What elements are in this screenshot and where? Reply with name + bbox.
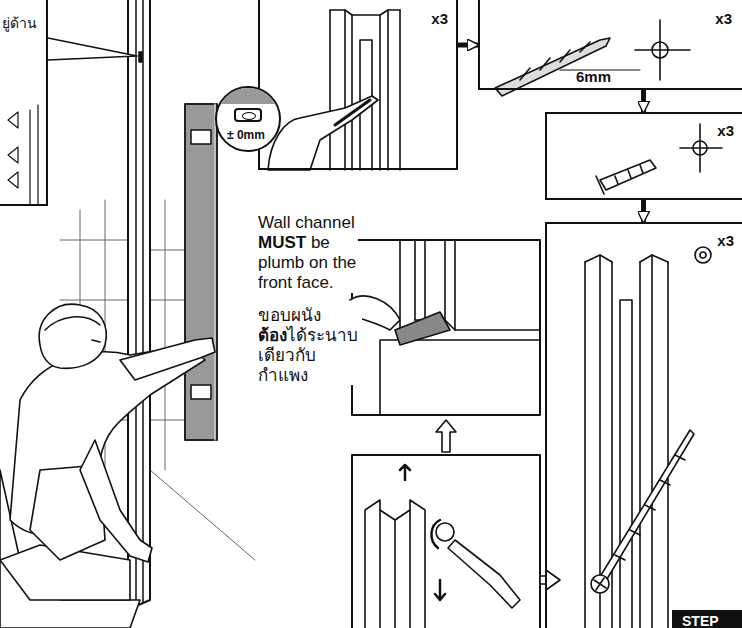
callout-box: ยู่ด้าน	[0, 0, 48, 206]
instruction-note: Wall channel MUST be plumb on the front …	[258, 213, 358, 293]
step-panel: x3	[545, 112, 742, 200]
quantity-label: x3	[717, 232, 734, 249]
quantity-label: x3	[717, 122, 734, 139]
step-tag: STEP	[672, 610, 742, 628]
quantity-label: x3	[715, 10, 732, 27]
note-text: Wall channel	[258, 213, 355, 232]
bubble-vial	[234, 108, 262, 122]
step-panel: x3	[545, 222, 742, 628]
bubble	[242, 112, 256, 120]
emphasis-word: ต้อง	[258, 325, 287, 345]
tolerance-label: ± 0mm	[227, 128, 265, 142]
step-panel: x3 6mm	[478, 0, 742, 90]
step-label: STEP	[682, 613, 719, 628]
step-panel: x3	[258, 0, 458, 170]
instruction-note-thai: ขอบผนังต้องได้ระนาบเดียวกับกำแพง	[258, 305, 362, 385]
callout-text: ยู่ด้าน	[2, 12, 37, 34]
level-magnifier: ± 0mm	[215, 86, 281, 152]
quantity-label: x3	[431, 10, 448, 27]
step-arrow	[458, 43, 478, 48]
level-band	[217, 88, 279, 104]
emphasis-word: MUST	[258, 233, 306, 252]
drill-size: 6mm	[576, 68, 611, 85]
note-text: ขอบผนัง	[258, 305, 362, 325]
step-arrow	[641, 200, 646, 222]
step-arrow	[641, 90, 646, 112]
